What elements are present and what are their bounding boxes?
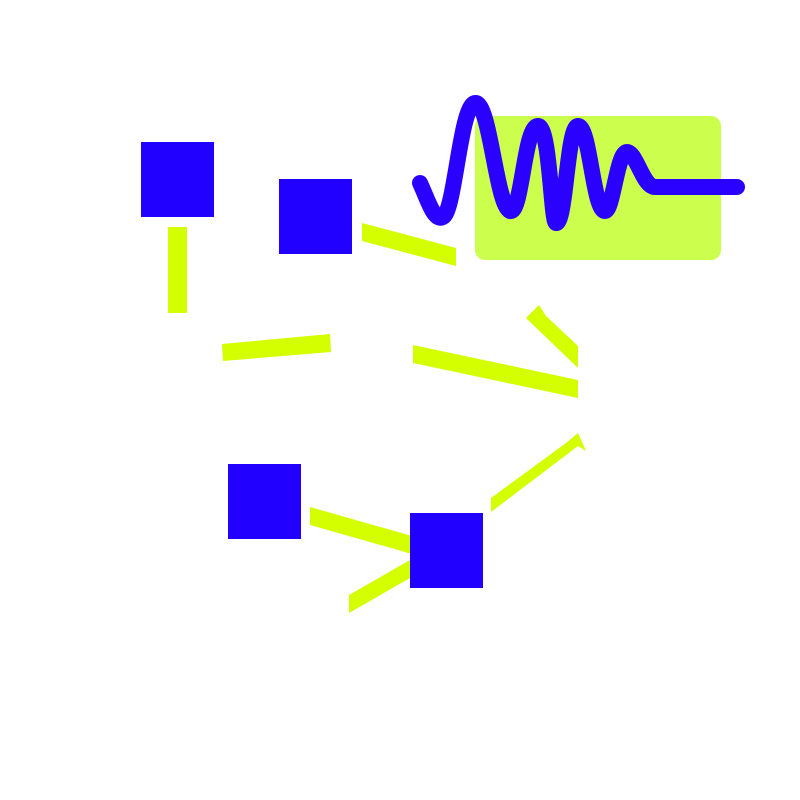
node-top-left [141,142,214,217]
wave-panel [412,95,745,260]
connector-arrow-upper [526,305,578,368]
connector-long-diagonal [413,345,578,398]
connector-top-middle-to-wave [362,223,456,266]
node-bottom-middle [410,513,483,588]
connector-bottom-middle-down-left [349,560,410,613]
connector-right-lower [491,433,586,512]
node-top-middle [279,179,352,254]
node-bottom-left [228,464,301,539]
connector-bottom-left-to-bottom-middle [310,507,412,554]
waveform-icon [412,95,745,232]
connectors-group [168,223,586,613]
connector-vertical-left [168,227,187,313]
nodes-group [141,142,483,588]
connector-horizontal-middle [222,334,331,361]
